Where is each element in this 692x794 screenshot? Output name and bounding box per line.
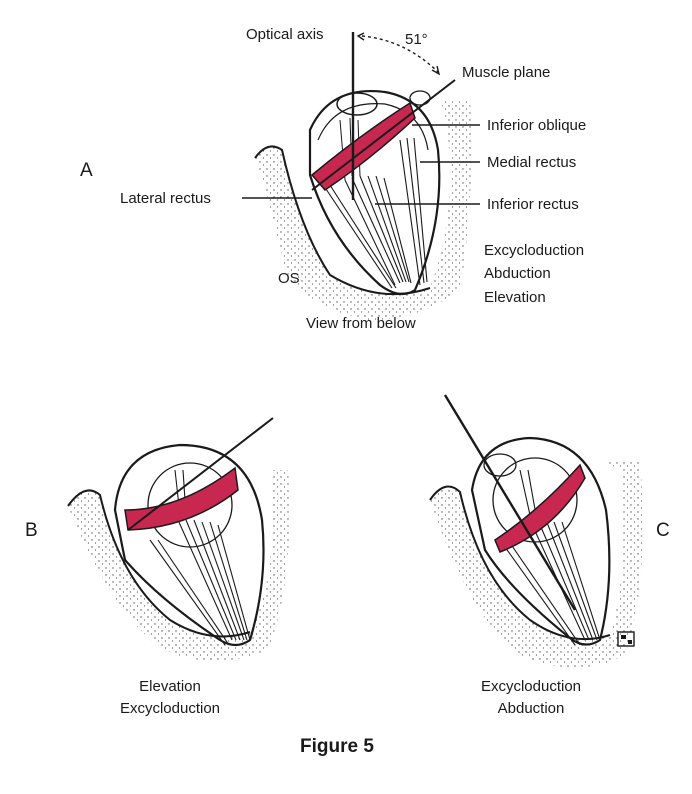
orbit-wall-b (68, 470, 290, 661)
eye-side-label: OS (278, 270, 300, 287)
optical-axis-label: Optical axis (246, 26, 324, 43)
panel-b-action-2: Excycloduction (119, 700, 221, 717)
eyeball-b (113, 443, 265, 647)
view-from-below-label: View from below (306, 315, 416, 332)
panel-a-drawing (242, 32, 480, 320)
eyeball-a (308, 90, 441, 296)
angle-label: 51° (405, 31, 428, 48)
panel-a-action-1: Excycloduction (484, 242, 585, 259)
muscle-plane-line-a (311, 79, 456, 191)
orbit-wall-a (255, 100, 472, 320)
optical-axis-line-c (443, 394, 577, 611)
figure-caption: Figure 5 (300, 736, 374, 757)
panel-c-drawing (429, 394, 643, 668)
panel-b-action-1: Elevation (139, 678, 201, 695)
inferior-oblique-muscle-c (494, 463, 586, 553)
panel-a-action-2: Abduction (484, 265, 551, 282)
panel-c-action-1: Excycloduction (480, 678, 582, 695)
panel-c-letter: C (656, 520, 670, 541)
muscle-plane-line-b (127, 417, 274, 531)
lateral-rectus-label: Lateral rectus (120, 190, 211, 207)
panel-b-drawing (67, 417, 290, 661)
panel-a-letter: A (80, 160, 93, 181)
panel-b-letter: B (25, 520, 38, 541)
medial-rectus-label: Medial rectus (487, 154, 577, 171)
panel-a-action-3: Elevation (484, 289, 546, 306)
inferior-oblique-muscle-b (124, 466, 239, 531)
cornea-a (336, 92, 378, 116)
inferior-oblique-label: Inferior oblique (487, 117, 587, 134)
orbit-wall-c (430, 460, 643, 668)
publisher-mark-icon (617, 631, 635, 647)
inferior-oblique-muscle-a (310, 101, 416, 191)
angle-arc-a (361, 35, 439, 73)
inferior-rectus-label: Inferior rectus (487, 196, 579, 213)
muscle-plane-label: Muscle plane (462, 64, 551, 81)
eyeball-c (470, 436, 611, 646)
panel-c-action-2: Abduction (497, 700, 565, 717)
